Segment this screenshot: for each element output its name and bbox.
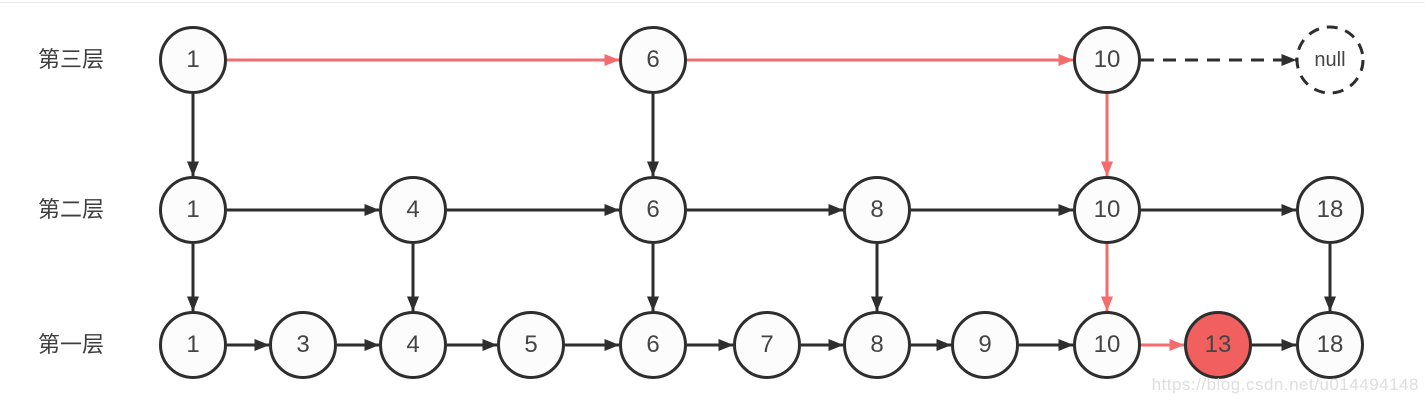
node-l1-13-highlighted: 13 — [1184, 311, 1252, 379]
node-l1-9: 9 — [951, 311, 1019, 379]
null-node-ring — [1295, 25, 1365, 95]
top-divider — [0, 2, 1425, 3]
node-l3-10: 10 — [1073, 26, 1141, 94]
node-l3-1: 1 — [159, 26, 227, 94]
node-l1-5: 5 — [497, 311, 565, 379]
node-l2-1: 1 — [159, 176, 227, 244]
layer-label-2: 第二层 — [38, 197, 105, 222]
node-l1-4: 4 — [379, 311, 447, 379]
node-l2-10: 10 — [1073, 176, 1141, 244]
layer-label-3: 第三层 — [38, 47, 105, 72]
node-l1-18: 18 — [1296, 311, 1364, 379]
node-l2-4: 4 — [379, 176, 447, 244]
node-l2-18: 18 — [1296, 176, 1364, 244]
node-l1-1: 1 — [159, 311, 227, 379]
node-l1-3: 3 — [269, 311, 337, 379]
node-l1-6: 6 — [619, 311, 687, 379]
node-l1-10: 10 — [1073, 311, 1141, 379]
node-null: null — [1314, 48, 1346, 71]
watermark: https://blog.csdn.net/u014494148 — [1151, 375, 1419, 394]
node-l1-7: 7 — [733, 311, 801, 379]
node-l1-8: 8 — [843, 311, 911, 379]
node-l3-6: 6 — [619, 26, 687, 94]
node-l2-8: 8 — [843, 176, 911, 244]
node-l2-6: 6 — [619, 176, 687, 244]
layer-label-1: 第一层 — [38, 332, 105, 357]
